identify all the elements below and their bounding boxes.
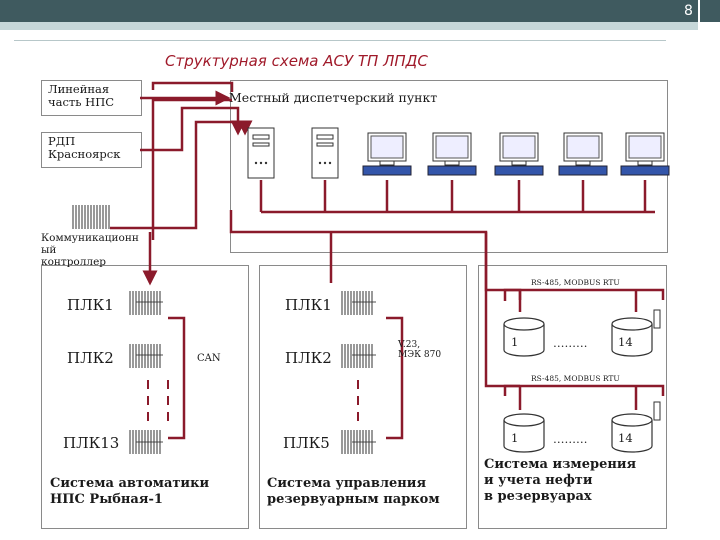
diagram-title: Структурная схема АСУ ТП ЛПДС (165, 52, 428, 70)
automation-plc-13: ПЛК13 (63, 434, 120, 452)
workstation-tower-icon (247, 127, 275, 183)
tank-last-label-1: 14 (618, 335, 633, 349)
header-stripe (0, 22, 700, 30)
computer-monitor-icon (362, 132, 412, 182)
header-band (0, 0, 720, 22)
v23-label: V.23, МЭК 870 (398, 340, 442, 360)
linear-part-box (41, 80, 142, 116)
can-label: CAN (197, 353, 221, 364)
computer-monitor-icon (427, 132, 477, 182)
automation-plc-1: ПЛК1 (67, 296, 114, 314)
computer-monitor-icon (558, 132, 608, 182)
comm-controller-label: Коммуникационн ый контроллер (41, 232, 139, 268)
header-rule (14, 40, 666, 41)
tankfarm-plc-5: ПЛК5 (283, 434, 330, 452)
bus-label-1: RS-485, MODBUS RTU (531, 278, 620, 287)
header-divider (698, 0, 700, 44)
computer-monitor-icon (494, 132, 544, 182)
tank-dots-2: ……… (553, 432, 588, 446)
tank-first-label-1: 1 (511, 335, 519, 349)
tankfarm-caption: Система управления резервуарным парком (267, 476, 440, 507)
page-number: 8 (684, 3, 693, 19)
tank-dots-1: ……… (553, 336, 588, 350)
dispatch-title: Местный диспетчерский пункт (229, 90, 438, 105)
automation-caption: Система автоматики НПС Рыбная-1 (50, 476, 210, 507)
metering-caption: Система измерения и учета нефти в резерв… (484, 457, 637, 504)
automation-plc-2: ПЛК2 (67, 349, 114, 367)
bus-label-2: RS-485, MODBUS RTU (531, 374, 620, 383)
computer-monitor-icon (620, 132, 670, 182)
tankfarm-plc-2: ПЛК2 (285, 349, 332, 367)
workstation-tower-icon (311, 127, 339, 183)
tank-first-label-2: 1 (511, 431, 519, 445)
tankfarm-plc-1: ПЛК1 (285, 296, 332, 314)
tank-last-label-2: 14 (618, 431, 633, 445)
linear-part-label: Линейная часть НПС (48, 82, 115, 109)
rdp-label: РДП Красноярск (48, 134, 121, 161)
